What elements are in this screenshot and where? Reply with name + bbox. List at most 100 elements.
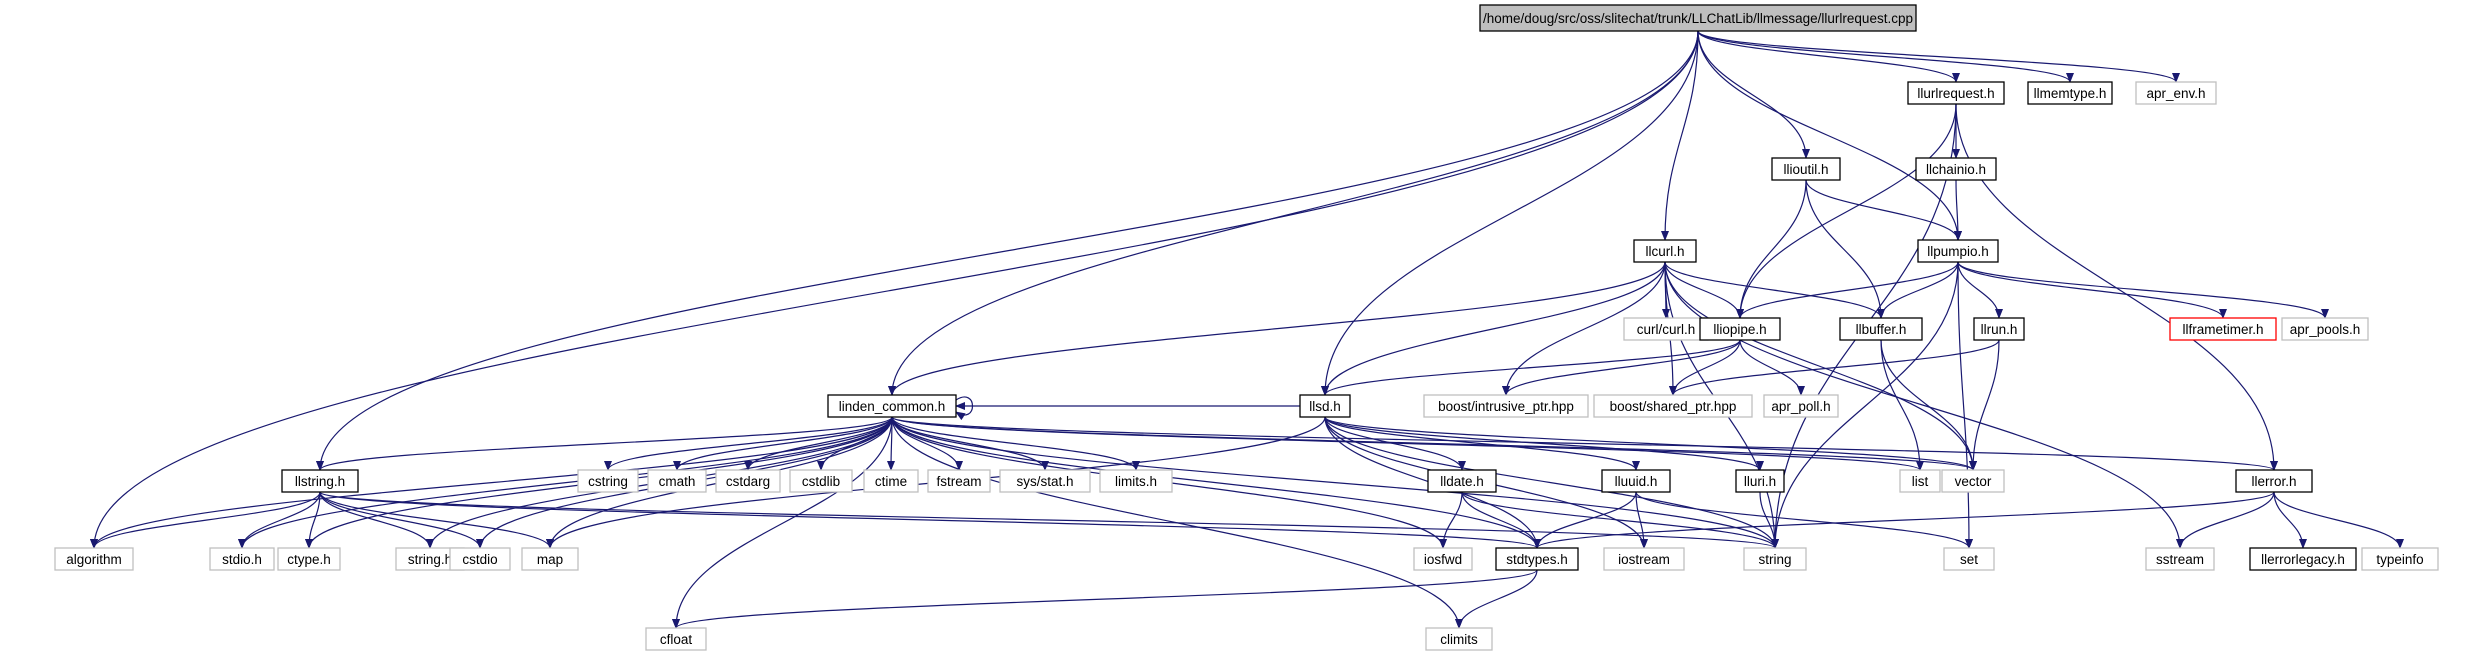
node-label-llurlrequest_h: llurlrequest.h bbox=[1917, 86, 1994, 101]
node-lldate[interactable]: lldate.h bbox=[1427, 469, 1497, 493]
node-llstring[interactable]: llstring.h bbox=[281, 469, 359, 493]
node-lliopipe[interactable]: lliopipe.h bbox=[1699, 317, 1781, 341]
edge-llcurl-to-llbuffer bbox=[1664, 261, 1885, 319]
node-sstream: sstream bbox=[2145, 547, 2215, 571]
node-box-iostream bbox=[1603, 547, 1685, 571]
node-label-llcurl: llcurl.h bbox=[1645, 244, 1684, 259]
node-stdio: stdio.h bbox=[209, 547, 275, 571]
node-linden_common[interactable]: linden_common.h bbox=[827, 394, 957, 418]
node-box-limits bbox=[1099, 469, 1173, 493]
node-llioutil[interactable]: llioutil.h bbox=[1771, 157, 1841, 181]
edge-llcurl-to-boost_intrusive bbox=[1502, 261, 1666, 396]
edge-llstring-to-string_h bbox=[319, 491, 434, 549]
node-label-fstream: fstream bbox=[936, 474, 981, 489]
node-box-llmemtype bbox=[2027, 81, 2113, 105]
node-label-stdtypes: stdtypes.h bbox=[1506, 552, 1568, 567]
node-cstdio: cstdio bbox=[449, 547, 511, 571]
edge-root-to-llcurl bbox=[1661, 30, 1699, 241]
node-label-typeinfo: typeinfo bbox=[2376, 552, 2423, 567]
node-lluuid[interactable]: lluuid.h bbox=[1601, 469, 1671, 493]
node-label-climits: climits bbox=[1440, 632, 1478, 647]
node-box-root bbox=[1479, 4, 1917, 32]
node-label-ctype: ctype.h bbox=[287, 552, 331, 567]
node-llerrorlegacy[interactable]: llerrorlegacy.h bbox=[2249, 547, 2357, 571]
edge-lliopipe-to-llsd bbox=[1321, 339, 1741, 396]
node-llsd[interactable]: llsd.h bbox=[1299, 394, 1351, 418]
edge-linden_common-to-cstring bbox=[604, 416, 893, 471]
node-llframetimer[interactable]: llframetimer.h bbox=[2169, 317, 2277, 341]
node-box-climits bbox=[1425, 627, 1493, 651]
node-box-set bbox=[1943, 547, 1995, 571]
edge-llrun-to-boost_shared bbox=[1669, 339, 2000, 396]
node-label-lluri: lluri.h bbox=[1744, 474, 1776, 489]
edge-llerror-to-stdtypes bbox=[1533, 491, 2275, 549]
node-cstdlib: cstdlib bbox=[789, 469, 853, 493]
node-label-string: string bbox=[1758, 552, 1791, 567]
edge-lliopipe-to-apr_poll bbox=[1739, 339, 1805, 396]
node-sys_stat: sys/stat.h bbox=[999, 469, 1091, 493]
edge-layer bbox=[90, 30, 2404, 629]
node-boost_intrusive: boost/intrusive_ptr.hpp bbox=[1423, 394, 1589, 418]
edge-root-to-llurlrequest_h bbox=[1697, 30, 1960, 83]
edge-llcurl-to-llsd bbox=[1321, 261, 1666, 396]
edge-llpumpio-to-string bbox=[1771, 261, 1959, 549]
edge-llstring-to-cstdio bbox=[319, 491, 484, 549]
edge-llurlrequest_h-to-llerror bbox=[1955, 103, 2278, 471]
node-llmemtype[interactable]: llmemtype.h bbox=[2027, 81, 2113, 105]
edge-linden_common-to-algorithm bbox=[90, 416, 893, 549]
node-root[interactable]: /home/doug/src/oss/slitechat/trunk/LLCha… bbox=[1479, 4, 1917, 32]
node-box-map bbox=[521, 547, 579, 571]
node-label-lldate: lldate.h bbox=[1440, 474, 1484, 489]
node-llerror[interactable]: llerror.h bbox=[2235, 469, 2313, 493]
edge-lldate-to-stdtypes bbox=[1461, 491, 1541, 549]
node-llcurl[interactable]: llcurl.h bbox=[1633, 239, 1697, 263]
node-apr_pools: apr_pools.h bbox=[2281, 317, 2369, 341]
edge-linden_common-to-vector bbox=[891, 416, 1977, 471]
node-label-llrun: llrun.h bbox=[1981, 322, 2018, 337]
edge-llstring-to-algorithm bbox=[90, 491, 321, 549]
node-label-apr_poll: apr_poll.h bbox=[1771, 399, 1830, 414]
edge-lliopipe-to-boost_intrusive bbox=[1502, 339, 1741, 396]
node-llrun[interactable]: llrun.h bbox=[1973, 317, 2025, 341]
edge-llrun-to-vector bbox=[1969, 339, 2000, 471]
node-lluri[interactable]: lluri.h bbox=[1735, 469, 1785, 493]
edge-linden_common-to-cstdlib bbox=[817, 416, 893, 471]
edge-linden_common-to-llstring bbox=[316, 416, 893, 471]
node-box-vector bbox=[1941, 469, 2005, 493]
node-cmath: cmath bbox=[647, 469, 707, 493]
node-list: list bbox=[1899, 469, 1941, 493]
node-label-set: set bbox=[1960, 552, 1978, 567]
node-layer: /home/doug/src/oss/slitechat/trunk/LLCha… bbox=[54, 4, 2439, 651]
node-label-llioutil: llioutil.h bbox=[1783, 162, 1828, 177]
node-box-typeinfo bbox=[2361, 547, 2439, 571]
edge-llcurl-to-sstream bbox=[1664, 261, 2184, 549]
edge-llerror-to-llerrorlegacy bbox=[2273, 491, 2307, 549]
edge-root-to-llioutil bbox=[1697, 30, 1810, 159]
node-label-llsd: llsd.h bbox=[1309, 399, 1341, 414]
node-box-cstdlib bbox=[789, 469, 853, 493]
node-limits: limits.h bbox=[1099, 469, 1173, 493]
node-llbuffer[interactable]: llbuffer.h bbox=[1839, 317, 1923, 341]
node-stdtypes[interactable]: stdtypes.h bbox=[1495, 547, 1579, 571]
node-label-map: map bbox=[537, 552, 563, 567]
node-string: string bbox=[1743, 547, 1807, 571]
edge-stdtypes-to-cfloat bbox=[672, 569, 1538, 629]
node-box-cstring bbox=[577, 469, 639, 493]
node-box-list bbox=[1899, 469, 1941, 493]
edge-lluuid-to-set bbox=[1635, 491, 1973, 549]
node-label-apr_env: apr_env.h bbox=[2146, 86, 2205, 101]
node-label-stdio: stdio.h bbox=[222, 552, 262, 567]
edge-llcurl-to-linden_common bbox=[888, 261, 1666, 396]
edge-root-to-llmemtype bbox=[1697, 30, 2074, 83]
node-label-cfloat: cfloat bbox=[660, 632, 693, 647]
node-llurlrequest_h[interactable]: llurlrequest.h bbox=[1907, 81, 2005, 105]
node-box-string bbox=[1743, 547, 1807, 571]
node-label-curl: curl/curl.h bbox=[1637, 322, 1696, 337]
edge-llioutil-to-llbuffer bbox=[1805, 179, 1885, 319]
edge-llstring-to-stdtypes bbox=[319, 491, 1541, 549]
node-llchainio[interactable]: llchainio.h bbox=[1915, 157, 1997, 181]
edge-llurlrequest_h-to-lliopipe bbox=[1736, 103, 1957, 319]
node-llpumpio[interactable]: llpumpio.h bbox=[1917, 239, 1999, 263]
node-apr_poll: apr_poll.h bbox=[1763, 394, 1839, 418]
